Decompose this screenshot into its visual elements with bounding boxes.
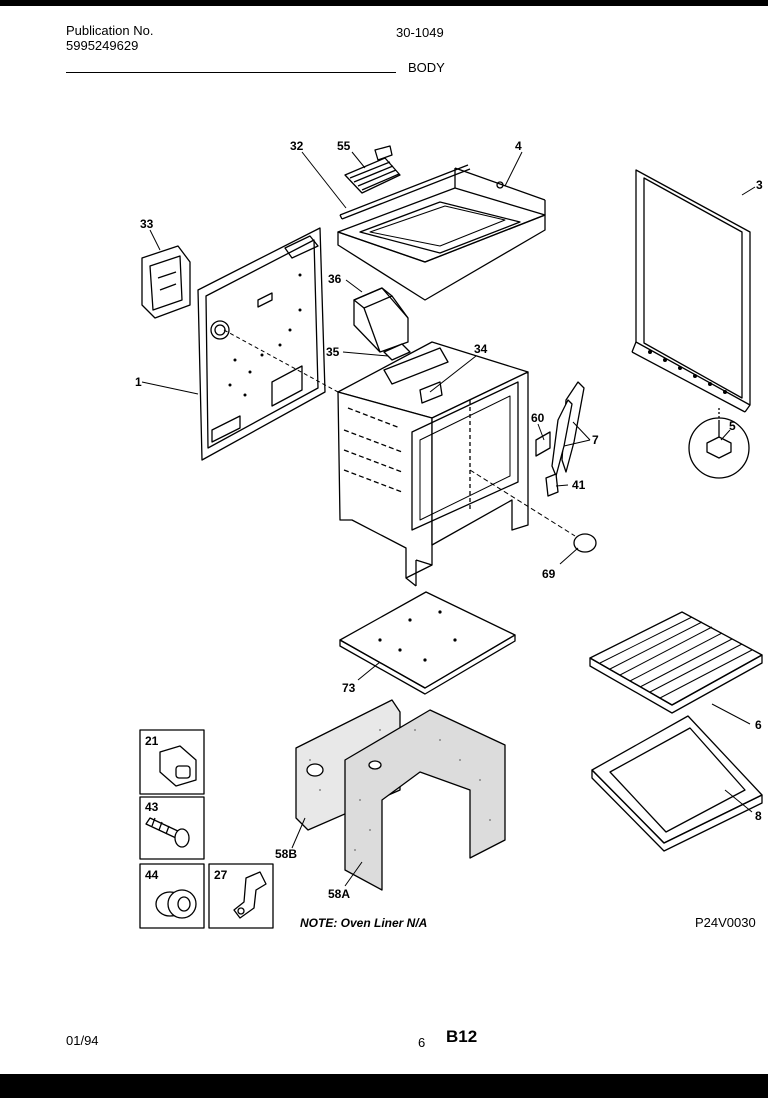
callout-69: 69 (542, 567, 556, 581)
callout-4: 4 (515, 139, 522, 153)
trim-strip-part (339, 164, 471, 220)
part-box-21 (139, 729, 205, 795)
back-panel-part (197, 227, 326, 461)
callout-58B: 58B (275, 847, 297, 861)
diagram-code: P24V0030 (695, 915, 756, 930)
callout-7: 7 (592, 433, 599, 447)
callout-43: 43 (145, 800, 159, 814)
footer-page-number: 6 (418, 1035, 426, 1050)
top-border-bar (0, 0, 768, 6)
callout-73: 73 (342, 681, 356, 695)
part-box-44 (139, 863, 205, 929)
publication-number: 5995249629 (66, 38, 139, 53)
oven-body-part (337, 341, 529, 587)
callout-21: 21 (145, 734, 159, 748)
broiler-pan-part (591, 715, 763, 852)
section-title: BODY (408, 60, 445, 75)
callout-44: 44 (145, 868, 159, 882)
screw-part (145, 817, 190, 848)
leveling-leg-detail (688, 408, 750, 479)
model-number: 30-1049 (396, 25, 444, 40)
callout-8: 8 (755, 809, 762, 823)
callout-55: 55 (337, 139, 351, 153)
footer-code: B12 (446, 1027, 478, 1046)
oven-liner-note: NOTE: Oven Liner N/A (300, 916, 428, 930)
footer-date: 01/94 (66, 1033, 99, 1048)
vent-connector-part (383, 343, 411, 361)
callout-6: 6 (755, 718, 762, 732)
callout-34: 34 (474, 342, 488, 356)
vent-grille-part (344, 145, 401, 194)
callout-36: 36 (328, 272, 342, 286)
top-burner-box-part (337, 167, 546, 301)
header-rule (66, 72, 396, 73)
publication-label: Publication No. (66, 23, 154, 38)
callout-58A: 58A (328, 887, 350, 901)
part-box-27 (208, 863, 274, 929)
callout-3: 3 (756, 178, 763, 192)
part-box-43 (139, 796, 205, 860)
clip-part (545, 473, 559, 497)
callout-41: 41 (572, 478, 586, 492)
callout-33: 33 (140, 217, 154, 231)
callout-32: 32 (290, 139, 304, 153)
knob-part (155, 889, 197, 919)
insulation-wrap-part (309, 709, 506, 891)
terminal-block-part (159, 745, 197, 787)
oven-rack-part (589, 611, 763, 714)
hinge-receptacle-part (535, 431, 551, 457)
oven-bottom-panel-part (339, 591, 516, 695)
bottom-border-bar (0, 1074, 768, 1098)
callout-1: 1 (135, 375, 142, 389)
callout-35: 35 (326, 345, 340, 359)
callout-60: 60 (531, 411, 545, 425)
side-panel-part (631, 169, 751, 413)
oven-vent-duct-part (353, 287, 409, 353)
wire-clip-part (233, 871, 267, 919)
callout-27: 27 (214, 868, 228, 882)
light-lens-part (573, 533, 597, 553)
bracket-part (141, 245, 191, 319)
callout-5: 5 (729, 419, 736, 433)
